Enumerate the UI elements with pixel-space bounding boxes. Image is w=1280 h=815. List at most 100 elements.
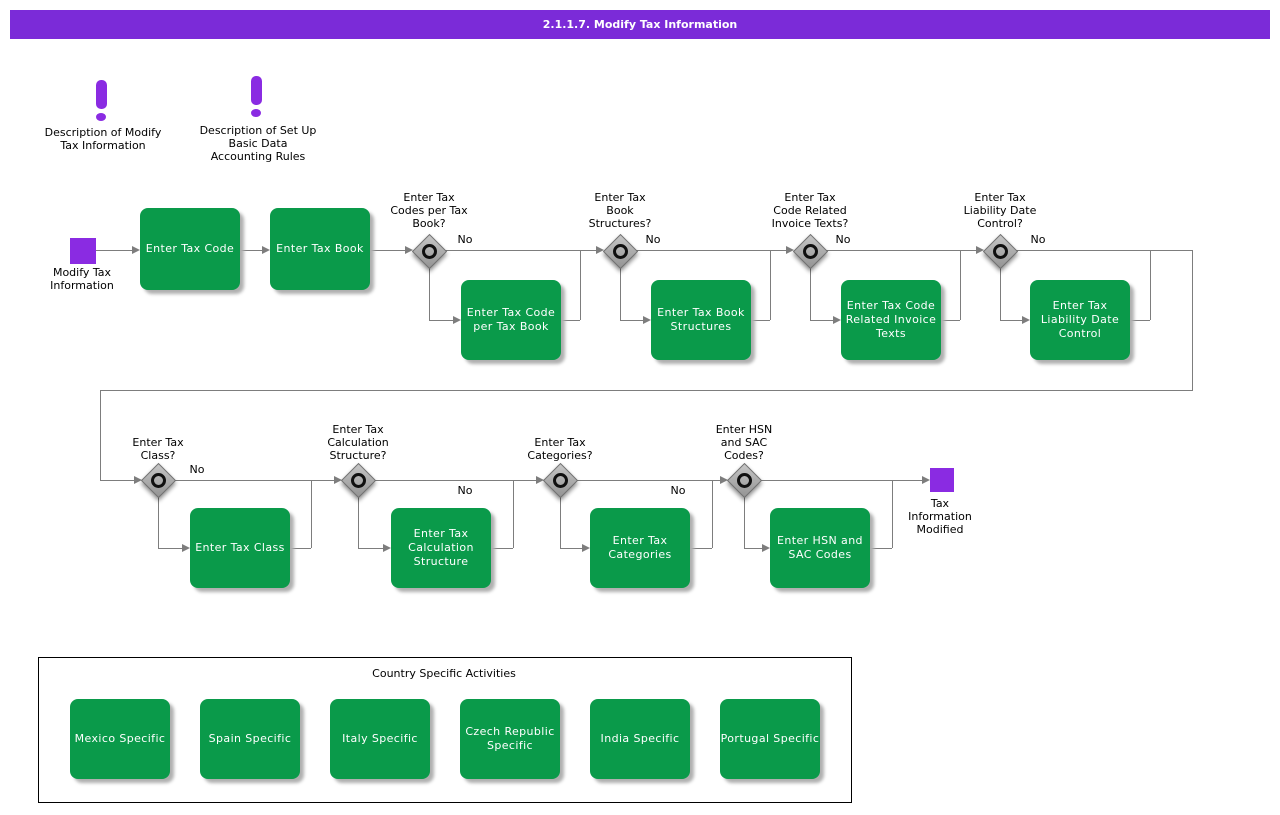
task-enter-hsn-and-sac-codes[interactable]: Enter HSN and SAC Codes (770, 508, 870, 588)
connector-line (770, 251, 771, 320)
task-italy-specific[interactable]: Italy Specific (330, 699, 430, 779)
task-enter-tax-book[interactable]: Enter Tax Book (270, 208, 370, 290)
arrowhead-icon (833, 316, 841, 324)
page-title: 2.1.1.7. Modify Tax Information (10, 10, 1270, 39)
connector-line (960, 251, 961, 320)
task-enter-tax-calculation-structure[interactable]: Enter Tax Calculation Structure (391, 508, 491, 588)
gateway-question-label: Enter Tax Calculation Structure? (327, 423, 389, 462)
connector-line (690, 548, 712, 549)
gateway-circle-icon (553, 473, 568, 488)
connector-line (636, 250, 787, 251)
task-enter-tax-code-related-invoice-texts[interactable]: Enter Tax Code Related Invoice Texts (841, 280, 941, 360)
no-branch-label: No (457, 484, 473, 497)
connector-line (620, 267, 621, 320)
connector-line (374, 480, 536, 481)
no-branch-label: No (645, 233, 661, 246)
connector-line (751, 320, 770, 321)
exclamation-dot-icon[interactable] (96, 113, 106, 121)
start-event-label: Modify Tax Information (50, 266, 114, 292)
arrowhead-icon (405, 246, 413, 254)
connector-line (826, 250, 977, 251)
arrowhead-icon (762, 544, 770, 552)
task-enter-tax-code-per-tax-book[interactable]: Enter Tax Code per Tax Book (461, 280, 561, 360)
connector-line (240, 250, 263, 251)
arrowhead-icon (453, 316, 461, 324)
gateway-enter-tax-liability-date-control (982, 233, 1019, 270)
gateway-enter-tax-code-related-invoice-texts (792, 233, 829, 270)
connector-line (100, 480, 134, 481)
connector-line (560, 548, 582, 549)
arrowhead-icon (262, 246, 270, 254)
start-event-node (70, 238, 96, 264)
task-czech-republic-specific[interactable]: Czech Republic Specific (460, 699, 560, 779)
connector-line (100, 390, 1193, 391)
connector-line (158, 548, 182, 549)
country-specific-activities-box (38, 657, 852, 803)
arrowhead-icon (334, 476, 342, 484)
connector-line (870, 548, 892, 549)
task-enter-tax-code[interactable]: Enter Tax Code (140, 208, 240, 290)
exclamation-icon[interactable] (96, 80, 107, 109)
connector-line (576, 480, 720, 481)
exclamation-icon[interactable] (251, 76, 262, 105)
arrowhead-icon (182, 544, 190, 552)
connector-line (810, 267, 811, 320)
connector-line (174, 480, 334, 481)
no-branch-label: No (1030, 233, 1046, 246)
connector-line (290, 548, 311, 549)
arrowhead-icon (132, 246, 140, 254)
arrowhead-icon (786, 246, 794, 254)
connector-line (744, 548, 762, 549)
gateway-enter-tax-class (140, 462, 177, 499)
arrowhead-icon (976, 246, 984, 254)
gateway-question-label: Enter Tax Book Structures? (588, 191, 652, 230)
task-spain-specific[interactable]: Spain Specific (200, 699, 300, 779)
gateway-question-label: Enter Tax Codes per Tax Book? (390, 191, 468, 230)
connector-line (429, 267, 430, 320)
country-box-title: Country Specific Activities (372, 667, 516, 680)
arrowhead-icon (643, 316, 651, 324)
arrowhead-icon (383, 544, 391, 552)
connector-line (445, 250, 597, 251)
task-mexico-specific[interactable]: Mexico Specific (70, 699, 170, 779)
gateway-enter-hsn-and-sac-codes (726, 462, 763, 499)
task-enter-tax-book-structures[interactable]: Enter Tax Book Structures (651, 280, 751, 360)
connector-line (370, 250, 406, 251)
exclamation-dot-icon[interactable] (251, 109, 261, 117)
gateway-circle-icon (993, 244, 1008, 259)
arrowhead-icon (1022, 316, 1030, 324)
connector-line (1000, 320, 1022, 321)
note-label[interactable]: Description of Set Up Basic Data Account… (199, 124, 317, 163)
connector-line (760, 480, 922, 481)
connector-line (560, 497, 561, 548)
connector-line (1150, 251, 1151, 320)
task-enter-tax-liability-date-control[interactable]: Enter Tax Liability Date Control (1030, 280, 1130, 360)
gateway-enter-tax-book-structures (602, 233, 639, 270)
no-branch-label: No (189, 463, 205, 476)
connector-line (100, 390, 101, 480)
connector-line (429, 320, 453, 321)
end-event-node (930, 468, 954, 492)
no-branch-label: No (670, 484, 686, 497)
connector-line (1000, 267, 1001, 320)
task-enter-tax-categories[interactable]: Enter Tax Categories (590, 508, 690, 588)
arrowhead-icon (922, 476, 930, 484)
gateway-circle-icon (351, 473, 366, 488)
connector-line (491, 548, 513, 549)
task-enter-tax-class[interactable]: Enter Tax Class (190, 508, 290, 588)
note-label[interactable]: Description of Modify Tax Information (44, 126, 162, 152)
no-branch-label: No (457, 233, 473, 246)
connector-line (358, 548, 383, 549)
gateway-circle-icon (737, 473, 752, 488)
connector-line (580, 251, 581, 320)
gateway-circle-icon (613, 244, 628, 259)
arrowhead-icon (582, 544, 590, 552)
task-india-specific[interactable]: India Specific (590, 699, 690, 779)
task-portugal-specific[interactable]: Portugal Specific (720, 699, 820, 779)
connector-line (712, 481, 713, 548)
gateway-question-label: Enter HSN and SAC Codes? (715, 423, 773, 462)
arrowhead-icon (720, 476, 728, 484)
end-event-label: Tax Information Modified (908, 497, 972, 536)
gateway-question-label: Enter Tax Categories? (527, 436, 593, 462)
